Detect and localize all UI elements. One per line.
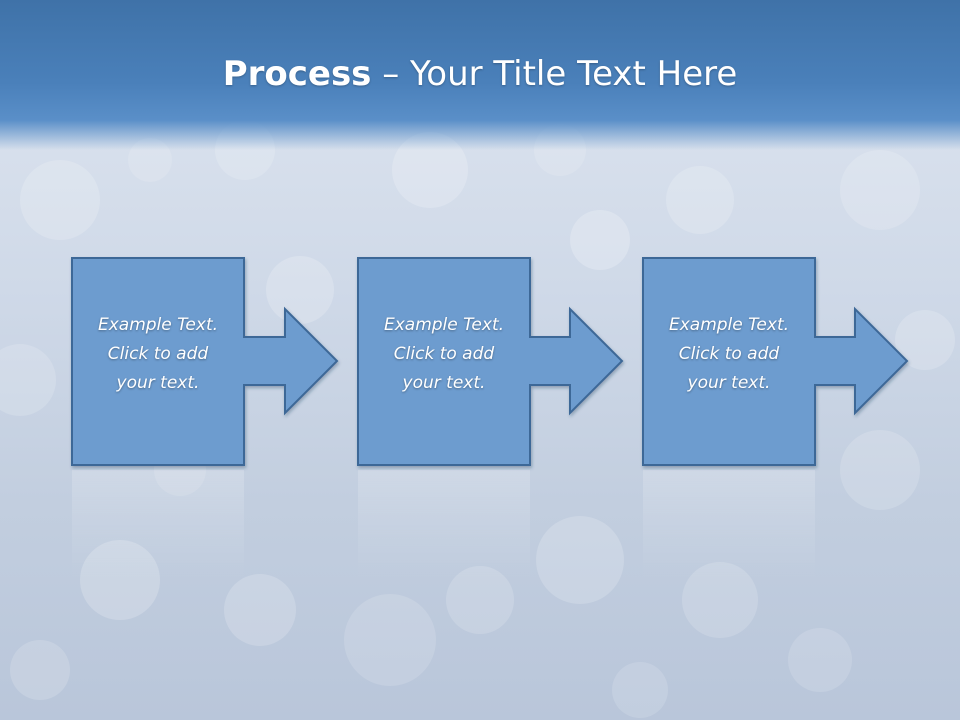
step-line: your text.: [72, 369, 244, 398]
step-line: Click to add: [72, 340, 244, 369]
process-step-1-text[interactable]: Example Text. Click to add your text.: [72, 311, 244, 398]
step-line: Example Text.: [72, 311, 244, 340]
step-line: Click to add: [358, 340, 530, 369]
step-line: Example Text.: [358, 311, 530, 340]
step-line: Example Text.: [643, 311, 815, 340]
step-line: your text.: [643, 369, 815, 398]
step-line: your text.: [358, 369, 530, 398]
process-step-2-text[interactable]: Example Text. Click to add your text.: [358, 311, 530, 398]
step-line: Click to add: [643, 340, 815, 369]
process-step-3-text[interactable]: Example Text. Click to add your text.: [643, 311, 815, 398]
